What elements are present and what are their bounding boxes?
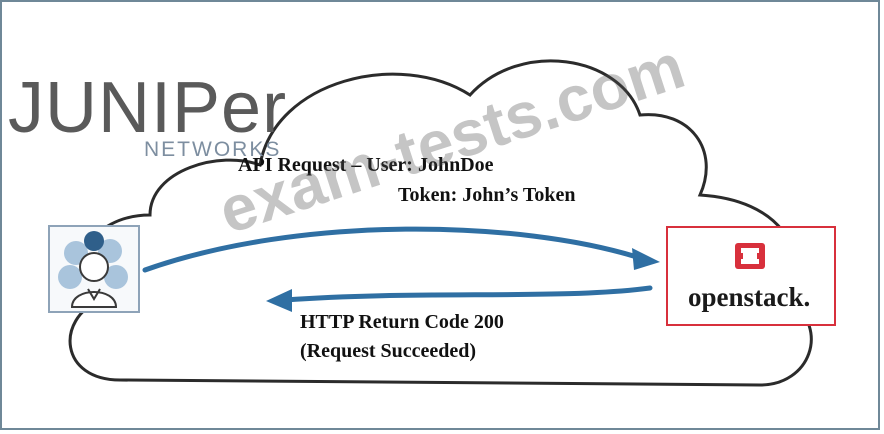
request-label-line1: API Request – User: JohnDoe [238,154,494,176]
user-avatar-icon [58,231,128,308]
user-node [48,225,140,313]
request-label-line2: Token: John’s Token [398,184,576,206]
response-arrow [282,285,653,303]
juniper-logo-text: JUNIPer [8,68,288,148]
openstack-node: openstack. [666,226,836,326]
juniper-logo-subtext: NETWORKS [144,138,282,161]
response-arrowhead [266,289,292,312]
request-arrow [142,226,643,273]
request-arrowhead [632,248,660,270]
response-label-line1: HTTP Return Code 200 [300,311,504,333]
openstack-label: openstack. [688,282,811,312]
openstack-logo-icon [735,243,765,269]
response-label-line2: (Request Succeeded) [300,340,477,362]
